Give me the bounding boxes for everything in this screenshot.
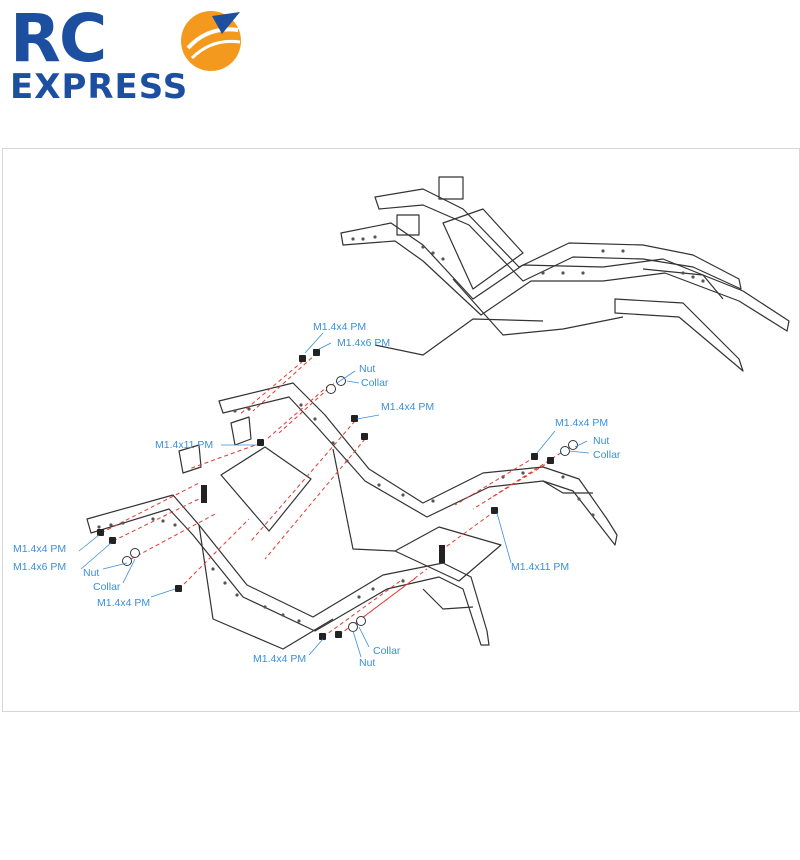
label-m14x4pm-right: M1.4x4 PM bbox=[555, 417, 609, 429]
exploded-chassis-holes bbox=[97, 403, 595, 623]
label-m14x6pm-top: M1.4x6 PM bbox=[337, 337, 391, 349]
label-m14x4pm-left: M1.4x4 PM bbox=[13, 543, 67, 555]
nuts-and-collars bbox=[122, 376, 578, 632]
label-nut-bottom: Nut bbox=[359, 657, 376, 669]
label-leader-lines bbox=[78, 332, 590, 658]
label-m14x4pm-lowleft: M1.4x4 PM bbox=[97, 597, 151, 609]
label-m14x4pm-top: M1.4x4 PM bbox=[313, 321, 367, 333]
screws bbox=[97, 349, 554, 640]
exploded-chassis bbox=[86, 382, 618, 650]
label-nut-top: Nut bbox=[359, 363, 376, 375]
assembled-chassis bbox=[340, 176, 790, 372]
logo-express-text: EXPRESS bbox=[10, 67, 189, 107]
label-m14x4pm-mid: M1.4x4 PM bbox=[381, 401, 435, 413]
assembled-chassis-holes bbox=[351, 235, 705, 283]
chassis-exploded-diagram bbox=[78, 176, 790, 658]
label-m14x4pm-bottom: M1.4x4 PM bbox=[253, 653, 307, 665]
label-nut-right: Nut bbox=[593, 435, 610, 447]
label-nut-left: Nut bbox=[83, 567, 100, 579]
assembly-guide-lines bbox=[100, 352, 568, 638]
orange-ball-icon bbox=[181, 11, 241, 71]
logo-rc-text: RC bbox=[10, 0, 107, 77]
label-m14x11pm-left: M1.4x11 PM bbox=[155, 439, 214, 451]
label-m14x6pm-left: M1.4x6 PM bbox=[13, 561, 67, 573]
assembly-diagram-panel: M1.4x4 PM M1.4x6 PM Nut Collar M1.4x4 PM… bbox=[2, 148, 800, 712]
label-m14x11pm-right: M1.4x11 PM bbox=[511, 561, 570, 573]
rc-express-logo: RC EXPRESS bbox=[6, 4, 246, 104]
label-collar-bottom: Collar bbox=[373, 645, 401, 657]
label-collar-right: Collar bbox=[593, 449, 621, 461]
label-collar-left: Collar bbox=[93, 581, 121, 593]
label-collar-top: Collar bbox=[361, 377, 389, 389]
